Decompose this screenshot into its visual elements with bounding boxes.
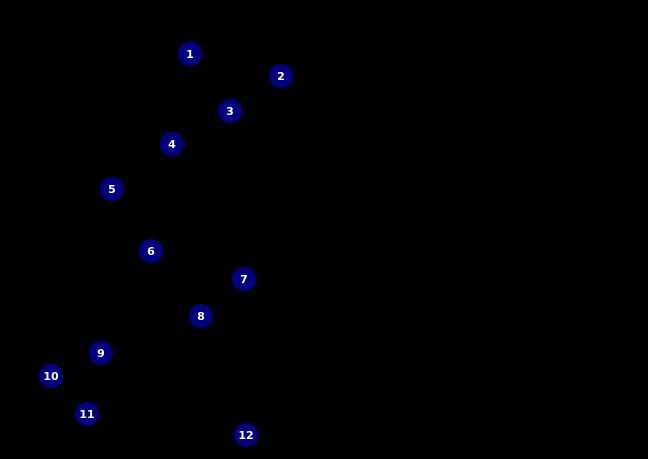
numbered-marker[interactable]: 10: [39, 364, 63, 388]
numbered-marker[interactable]: 1: [178, 42, 202, 66]
numbered-marker[interactable]: 4: [160, 132, 184, 156]
numbered-marker[interactable]: 11: [75, 402, 99, 426]
numbered-marker[interactable]: 5: [100, 177, 124, 201]
numbered-marker[interactable]: 2: [269, 64, 293, 88]
numbered-marker[interactable]: 6: [139, 239, 163, 263]
numbered-marker[interactable]: 12: [234, 423, 258, 447]
numbered-marker[interactable]: 7: [232, 267, 256, 291]
numbered-marker[interactable]: 3: [218, 99, 242, 123]
numbered-marker[interactable]: 9: [89, 341, 113, 365]
numbered-marker[interactable]: 8: [189, 304, 213, 328]
